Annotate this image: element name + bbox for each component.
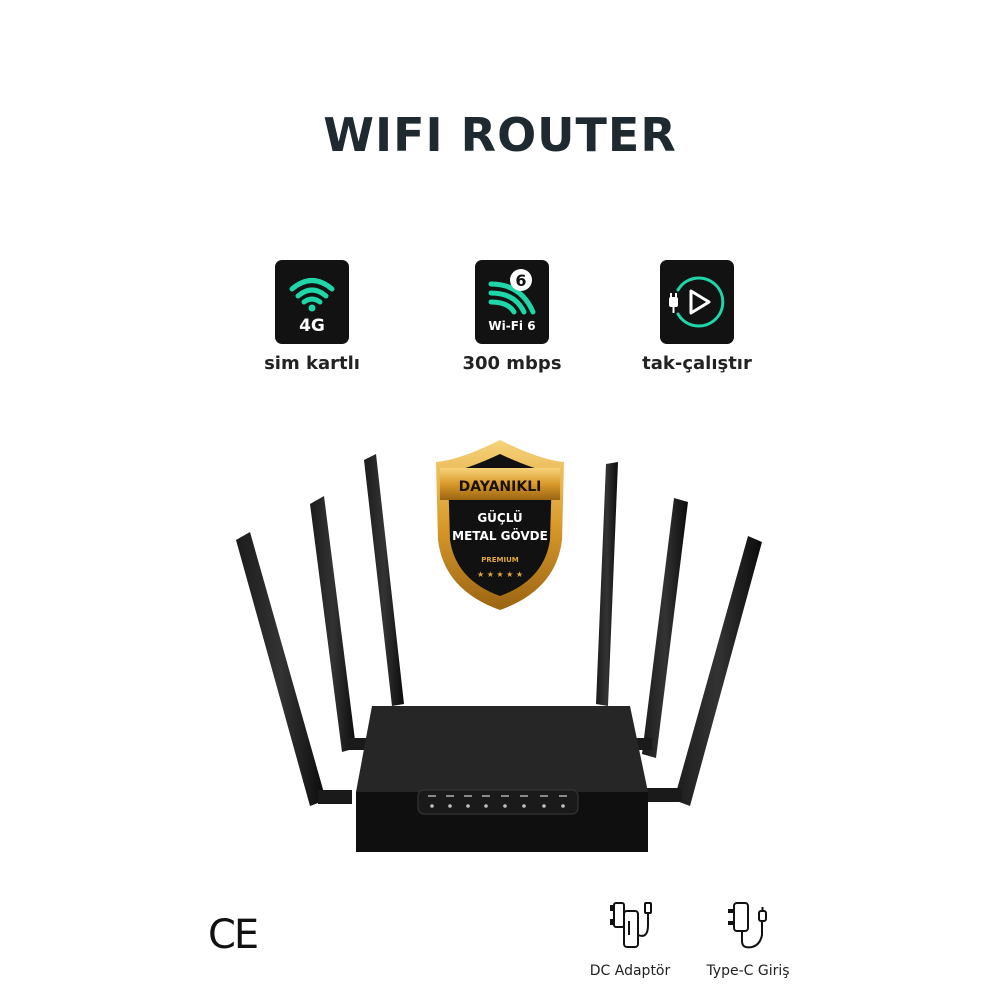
type-c-charger-icon — [728, 902, 767, 949]
antenna-left-1 — [364, 454, 404, 706]
antenna-right-2 — [632, 498, 688, 758]
ce-mark: CE — [208, 912, 259, 958]
feature-label-plug: tak-çalıştır — [642, 353, 752, 374]
shield-stars: ★ ★ ★ ★ ★ — [477, 570, 523, 579]
accessory-dc-adapter: DC Adaptör — [570, 895, 690, 979]
accessory-label-typec: Type-C Giriş — [706, 963, 790, 979]
dc-adapter-icon — [610, 902, 652, 948]
antenna-left-2 — [310, 496, 368, 752]
accessory-type-c: Type-C Giriş — [688, 895, 808, 979]
wifi-6-icon: 6 Wi-Fi 6 — [475, 260, 549, 344]
plug-play-icon — [660, 260, 734, 344]
feature-wifi6: 6 Wi-Fi 6 300 mbps — [422, 260, 602, 374]
badge-wifi6: Wi-Fi 6 — [488, 319, 535, 333]
badge-number-6: 6 — [515, 271, 526, 290]
shield-line1: GÜÇLÜ — [477, 510, 522, 525]
feature-label-sim: sim kartlı — [264, 353, 360, 374]
wifi-4g-icon: 4G — [275, 260, 349, 344]
page-title: WIFI ROUTER — [323, 108, 677, 162]
antenna-left-3 — [236, 532, 352, 806]
shield-bottom-text: PREMIUM — [481, 556, 519, 564]
antenna-right-1 — [596, 462, 618, 706]
accessory-label-dc: DC Adaptör — [589, 963, 671, 979]
feature-4g: 4G sim kartlı — [222, 260, 402, 374]
shield-top-text: DAYANIKLI — [459, 479, 542, 495]
feature-plug-play: tak-çalıştır — [607, 260, 787, 374]
durability-shield-badge: DAYANIKLI GÜÇLÜ METAL GÖVDE PREMIUM ★ ★ … — [436, 440, 564, 610]
shield-line2: METAL GÖVDE — [452, 528, 548, 543]
feature-label-speed: 300 mbps — [462, 353, 562, 374]
antenna-right-3 — [646, 536, 762, 806]
badge-4g: 4G — [299, 316, 325, 336]
router-body — [356, 706, 648, 852]
